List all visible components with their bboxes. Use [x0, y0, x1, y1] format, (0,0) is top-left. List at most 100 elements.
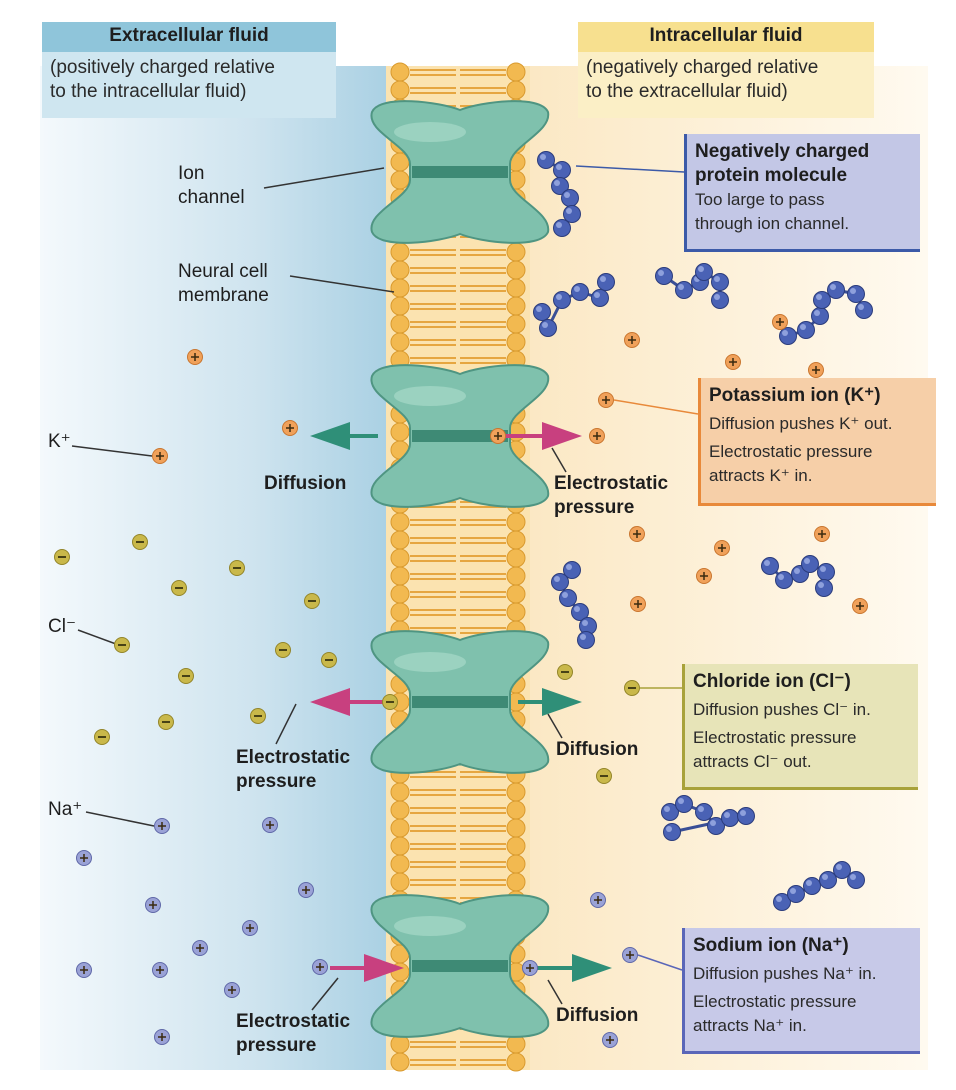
force-arrows [310, 422, 612, 982]
protein-bead [737, 807, 755, 825]
protein-bead [819, 871, 837, 889]
na-ion-leader [85, 811, 155, 827]
potassium-ion [814, 526, 830, 542]
chloride-callout-title: Chloride ion (Cl⁻) [693, 671, 851, 692]
na-electrostatic-arrow [330, 954, 404, 982]
phospholipid-head [390, 854, 410, 874]
cl-diffusion-arrow [518, 688, 582, 716]
extracellular-header: Extracellular fluid (positively charged … [42, 22, 336, 118]
phospholipid-head [390, 242, 410, 262]
phospholipid-head [390, 260, 410, 280]
sodium-callout-title: Sodium ion (Na⁺) [693, 935, 849, 956]
protein-bead [803, 877, 821, 895]
phospholipid-head [390, 584, 410, 604]
phospholipid-head [506, 800, 526, 820]
phospholipid-head [506, 836, 526, 856]
protein-bead [775, 571, 793, 589]
na-electrostatic-leader [311, 977, 339, 1011]
cl-electrostatic-label-line1: Electrostatic [236, 747, 351, 768]
chloride-ion [321, 652, 337, 668]
sodium-ion [242, 920, 258, 936]
sodium-ion [76, 850, 92, 866]
phospholipid-head [390, 296, 410, 316]
na-electrostatic-label-line1: Electrostatic [236, 1011, 351, 1032]
cl-electrostatic-label-line2: pressure [236, 771, 317, 792]
extracellular-region [40, 66, 392, 1070]
ion-channel-sodium [370, 894, 550, 1038]
phospholipid-head [390, 314, 410, 334]
phospholipid-head [506, 584, 526, 604]
protein-bead [563, 205, 581, 223]
phospholipid-head [506, 296, 526, 316]
protein-bead [591, 289, 609, 307]
sodium-ion [154, 818, 170, 834]
phospholipid-head [506, 512, 526, 532]
membrane-label-line1: Neural cell [178, 261, 268, 282]
na-diffusion-arrow [536, 954, 612, 982]
sodium-ion [154, 1029, 170, 1045]
phospholipid-head [390, 1052, 410, 1072]
protein-bead [553, 161, 571, 179]
na-diffusion-label: Diffusion [556, 1005, 639, 1026]
potassium-callout-title: Potassium ion (K⁺) [709, 385, 881, 406]
phospholipid-head [390, 62, 410, 82]
protein-molecule [761, 555, 835, 597]
chloride-ion [229, 560, 245, 576]
protein-bead [797, 321, 815, 339]
potassium-ion [282, 420, 298, 436]
intracellular-subtitle-line2: to the extracellular fluid) [586, 81, 788, 102]
protein-callout-line1: Too large to pass [695, 190, 825, 209]
potassium-callout-line2: Electrostatic pressure [709, 442, 873, 461]
phospholipid-head [390, 278, 410, 298]
sodium-ion [76, 962, 92, 978]
chloride-ion [275, 642, 291, 658]
protein-molecule [551, 561, 597, 649]
protein-callout-line2: through ion channel. [695, 214, 850, 233]
k-ion-leader [71, 445, 153, 457]
ion-channel-top [370, 100, 550, 244]
protein-molecule [533, 273, 615, 337]
k-electrostatic-label-line1: Electrostatic [554, 473, 669, 494]
sodium-callout: Sodium ion (Na⁺) Diffusion pushes Na⁺ in… [682, 928, 920, 1054]
phospholipid-head [506, 854, 526, 874]
protein-molecule [661, 795, 755, 841]
potassium-ion [629, 526, 645, 542]
protein-bead [721, 809, 739, 827]
phospholipid-head [390, 836, 410, 856]
potassium-ion [714, 540, 730, 556]
na-diffusion-leader [547, 979, 563, 1005]
chloride-callout: Chloride ion (Cl⁻) Diffusion pushes Cl⁻ … [682, 664, 918, 790]
ion-channel-label-line2: channel [178, 187, 245, 208]
sodium-ion [145, 897, 161, 913]
phospholipid-head [506, 332, 526, 352]
sodium-callout-leader [637, 954, 683, 971]
sodium-callout-line1: Diffusion pushes Na⁺ in. [693, 964, 877, 983]
phospholipid-head [506, 872, 526, 892]
phospholipid-head [506, 80, 526, 100]
protein-callout-title-line2: protein molecule [695, 165, 848, 186]
chloride-ion [596, 768, 612, 784]
phospholipid-head [390, 170, 410, 190]
k-electrostatic-arrow [504, 422, 582, 450]
potassium-ion [630, 596, 646, 612]
membrane-leader [289, 275, 395, 293]
na-electrostatic-label-line2: pressure [236, 1035, 317, 1056]
protein-callout: Negatively charged protein molecule Too … [684, 134, 920, 252]
k-electrostatic-label-line2: pressure [554, 497, 635, 518]
protein-bead [597, 273, 615, 291]
chloride-ion [178, 668, 194, 684]
phospholipid-head [506, 314, 526, 334]
protein-bead [559, 589, 577, 607]
protein-bead [675, 795, 693, 813]
protein-bead [787, 885, 805, 903]
extracellular-subtitle: (positively charged relative to the intr… [42, 52, 336, 118]
potassium-ion [187, 349, 203, 365]
phospholipid-head [390, 332, 410, 352]
phospholipid-head [506, 1052, 526, 1072]
protein-bead [811, 307, 829, 325]
phospholipid-head [390, 512, 410, 532]
protein-callout-title-line1: Negatively charged [695, 141, 870, 162]
potassium-ion [772, 314, 788, 330]
protein-callout-leader [575, 165, 685, 173]
chloride-callout-line2: Electrostatic pressure [693, 728, 857, 747]
